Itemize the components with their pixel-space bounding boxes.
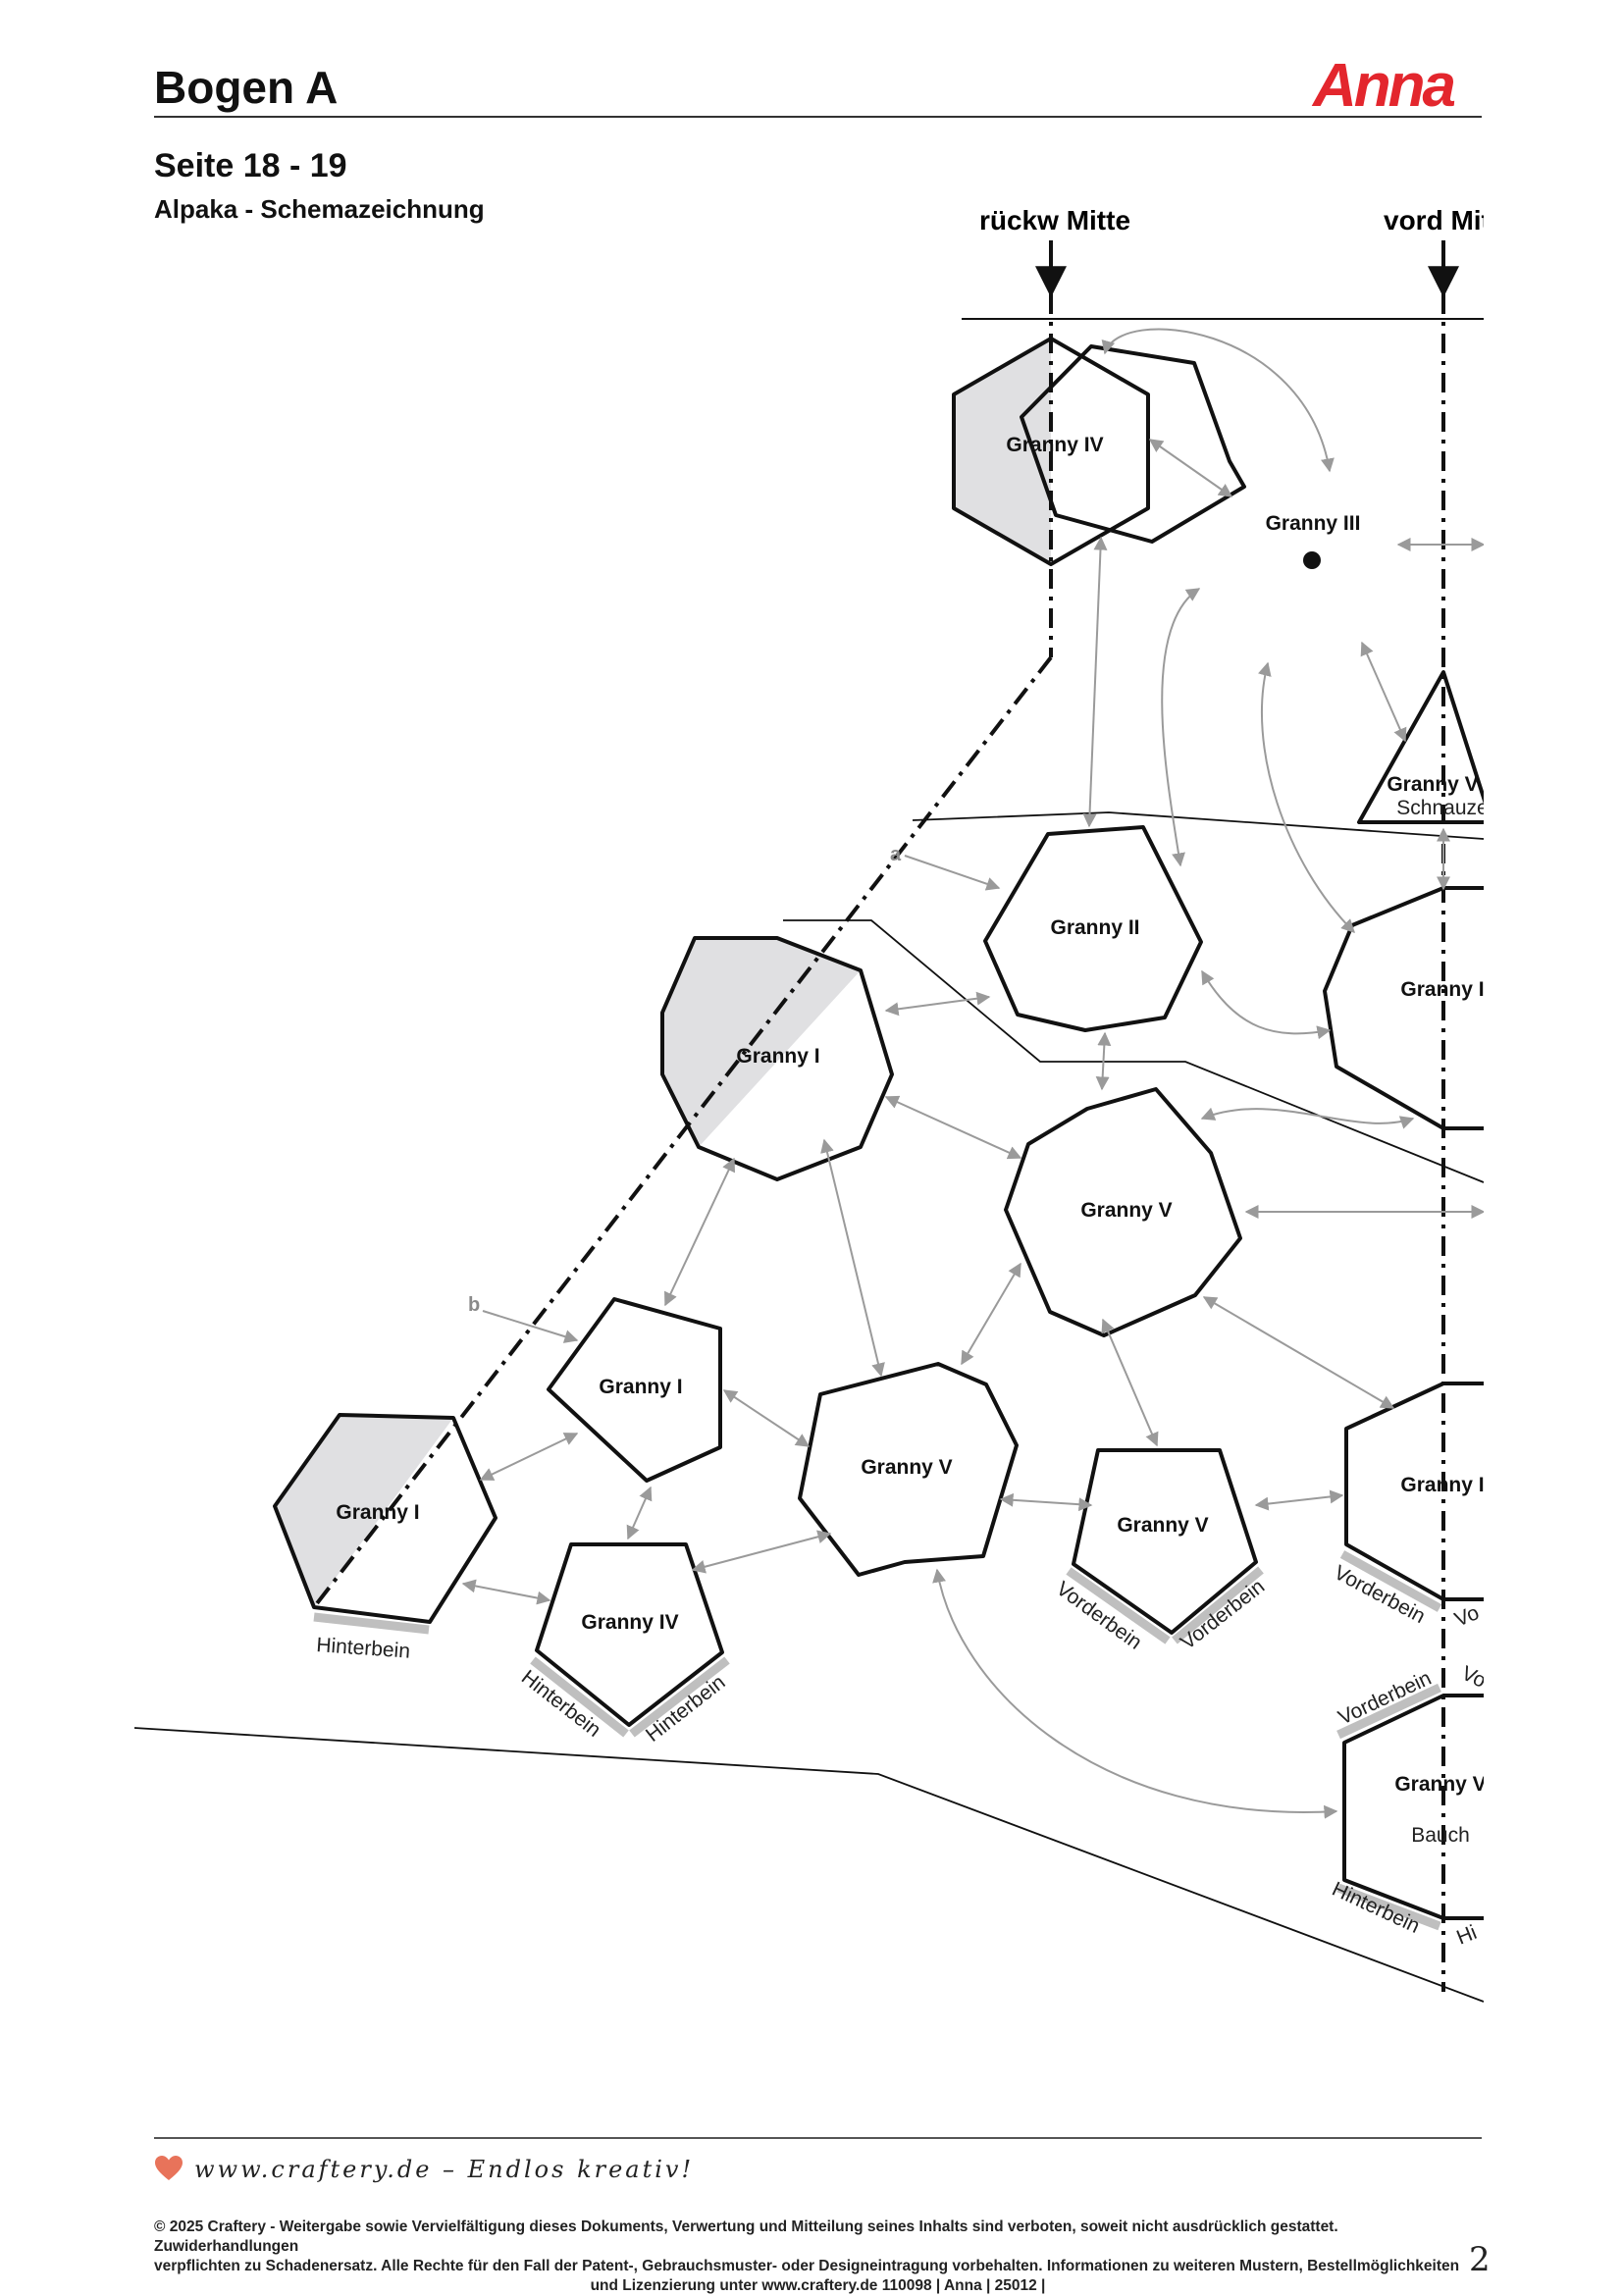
outline-upper (912, 811, 1484, 840)
edge-label-hi-belly: Hi (1453, 1921, 1480, 1950)
hinterbein-edge-iv-b (629, 1656, 730, 1738)
legal-line-1: © 2025 Craftery - Weitergabe sowie Vervi… (154, 2218, 1338, 2255)
arrow-small-left (479, 1433, 579, 1481)
granny-i-left-shade (275, 1415, 453, 1607)
outline-lower (133, 1727, 1484, 2003)
front-center-label: vord Mit (1384, 205, 1491, 235)
granny-v-center (1004, 1087, 1242, 1337)
label-granny-v-mid: Granny V (861, 1456, 952, 1479)
granny-i-small (547, 1297, 722, 1483)
arrow-i-small (664, 1157, 735, 1307)
nose-dot (1303, 551, 1321, 569)
arrow-marker-a (904, 855, 1001, 891)
label-granny-v-center: Granny V (1080, 1199, 1172, 1222)
granny-i-big (660, 936, 894, 1181)
arrow-marker-b (482, 1310, 579, 1343)
diagonal-center-line (312, 655, 1053, 1609)
arrow-center-right (1200, 1107, 1415, 1129)
page-number: 2 (1469, 2240, 1491, 2279)
legal-line-2: verpflichten zu Schadenersatz. Alle Rech… (154, 2258, 1460, 2274)
marker-b: b (468, 1294, 480, 1316)
label-granny-v-belly: Granny V (1394, 1773, 1486, 1796)
vorderbein-edge-belly (1336, 1683, 1441, 1740)
arrow-iii-snout (1360, 641, 1407, 743)
arrow-center-pent (1101, 1318, 1159, 1447)
granny-v-mid (798, 1362, 1019, 1577)
arrow-center-rmid (1202, 1296, 1395, 1409)
hinterbein-edge-left (313, 1612, 430, 1635)
label-granny-v-pent: Granny V (1117, 1514, 1208, 1537)
label-granny-iv-right: Granny I (1400, 978, 1484, 1001)
label-granny-i-small: Granny I (599, 1376, 682, 1398)
footer-tagline: www.craftery.de – Endlos kreativ! (194, 2156, 695, 2183)
granny-v-belly (1342, 1694, 1484, 1920)
hinterbein-edge-iv-a (530, 1656, 629, 1738)
arrow-ii-center (1095, 1031, 1112, 1091)
arrow-i-mid (820, 1138, 885, 1378)
label-granny-v-snout: Granny V (1387, 773, 1478, 796)
hinterbein-edge-belly (1336, 1883, 1441, 1931)
outline-mid (783, 919, 1484, 1183)
arrow-iii-ii (1161, 588, 1201, 867)
vorderbein-edge-right (1339, 1550, 1442, 1612)
arrow-mid-pent (999, 1492, 1093, 1512)
arrow-pent-right (1254, 1489, 1344, 1511)
granny-iv-top-shade (954, 339, 1051, 564)
arrow-ii-i (884, 991, 991, 1017)
footer-legal-text: © 2025 Craftery - Weitergabe sowie Vervi… (154, 2218, 1482, 2296)
back-center-label: rückw Mitte (979, 205, 1130, 235)
granny-ii (983, 825, 1203, 1032)
arrow-iv-mid (691, 1530, 832, 1574)
arrow-center-mid (961, 1262, 1021, 1366)
heart-icon (155, 2156, 183, 2180)
arrow-small-mid (722, 1389, 811, 1447)
edge-label-hinterbein-left: Hinterbein (316, 1634, 411, 1663)
page-range: Seite 18 - 19 (154, 147, 347, 184)
header-divider (154, 116, 1482, 118)
footer-divider (154, 2137, 1482, 2139)
page-heading: Bogen A (154, 62, 339, 113)
label-granny-right-mid: Granny I (1400, 1474, 1484, 1496)
arrow-iv-iii-arc (1101, 328, 1335, 473)
arrow-iii-iv-right (1258, 661, 1355, 933)
arrow-mid-belly (932, 1568, 1338, 1819)
arrow-ii-iv-right (1201, 969, 1332, 1040)
label-granny-i-big: Granny I (736, 1045, 819, 1068)
granny-i-left (273, 1413, 497, 1624)
granny-iv-right (1323, 886, 1484, 1130)
edge-label-vo-belly: Vo (1458, 1662, 1490, 1693)
granny-iv-bottom (535, 1542, 724, 1727)
label-granny-iii: Granny III (1266, 512, 1361, 535)
brand-logo: Anna (1313, 52, 1456, 120)
granny-v-snout (1357, 670, 1484, 824)
arrow-small-iv (626, 1486, 653, 1540)
label-granny-iv-bottom: Granny IV (581, 1611, 678, 1634)
edge-label-hinterbein-belly: Hinterbein (1329, 1878, 1423, 1938)
edge-label-vo-right: Vo (1451, 1601, 1482, 1632)
label-granny-ii: Granny II (1050, 916, 1139, 939)
arrow-left-iv (461, 1579, 551, 1605)
granny-i-big-shade (662, 938, 861, 1147)
marker-a: a (890, 844, 902, 865)
legal-line-3: und Lizenzierung unter www.craftery.de 1… (590, 2277, 1046, 2294)
label-granny-i-left: Granny I (336, 1501, 419, 1524)
label-schnauze: Schnauze (1396, 797, 1488, 819)
label-bauch: Bauch (1411, 1824, 1470, 1847)
arrow-iv-iii (1148, 439, 1233, 497)
arrow-i-center (884, 1095, 1022, 1160)
arrow-iv-ii (1082, 536, 1108, 828)
label-granny-iv-top: Granny IV (1006, 434, 1103, 456)
diagram-subtitle: Alpaka - Schemazeichnung (154, 194, 485, 224)
